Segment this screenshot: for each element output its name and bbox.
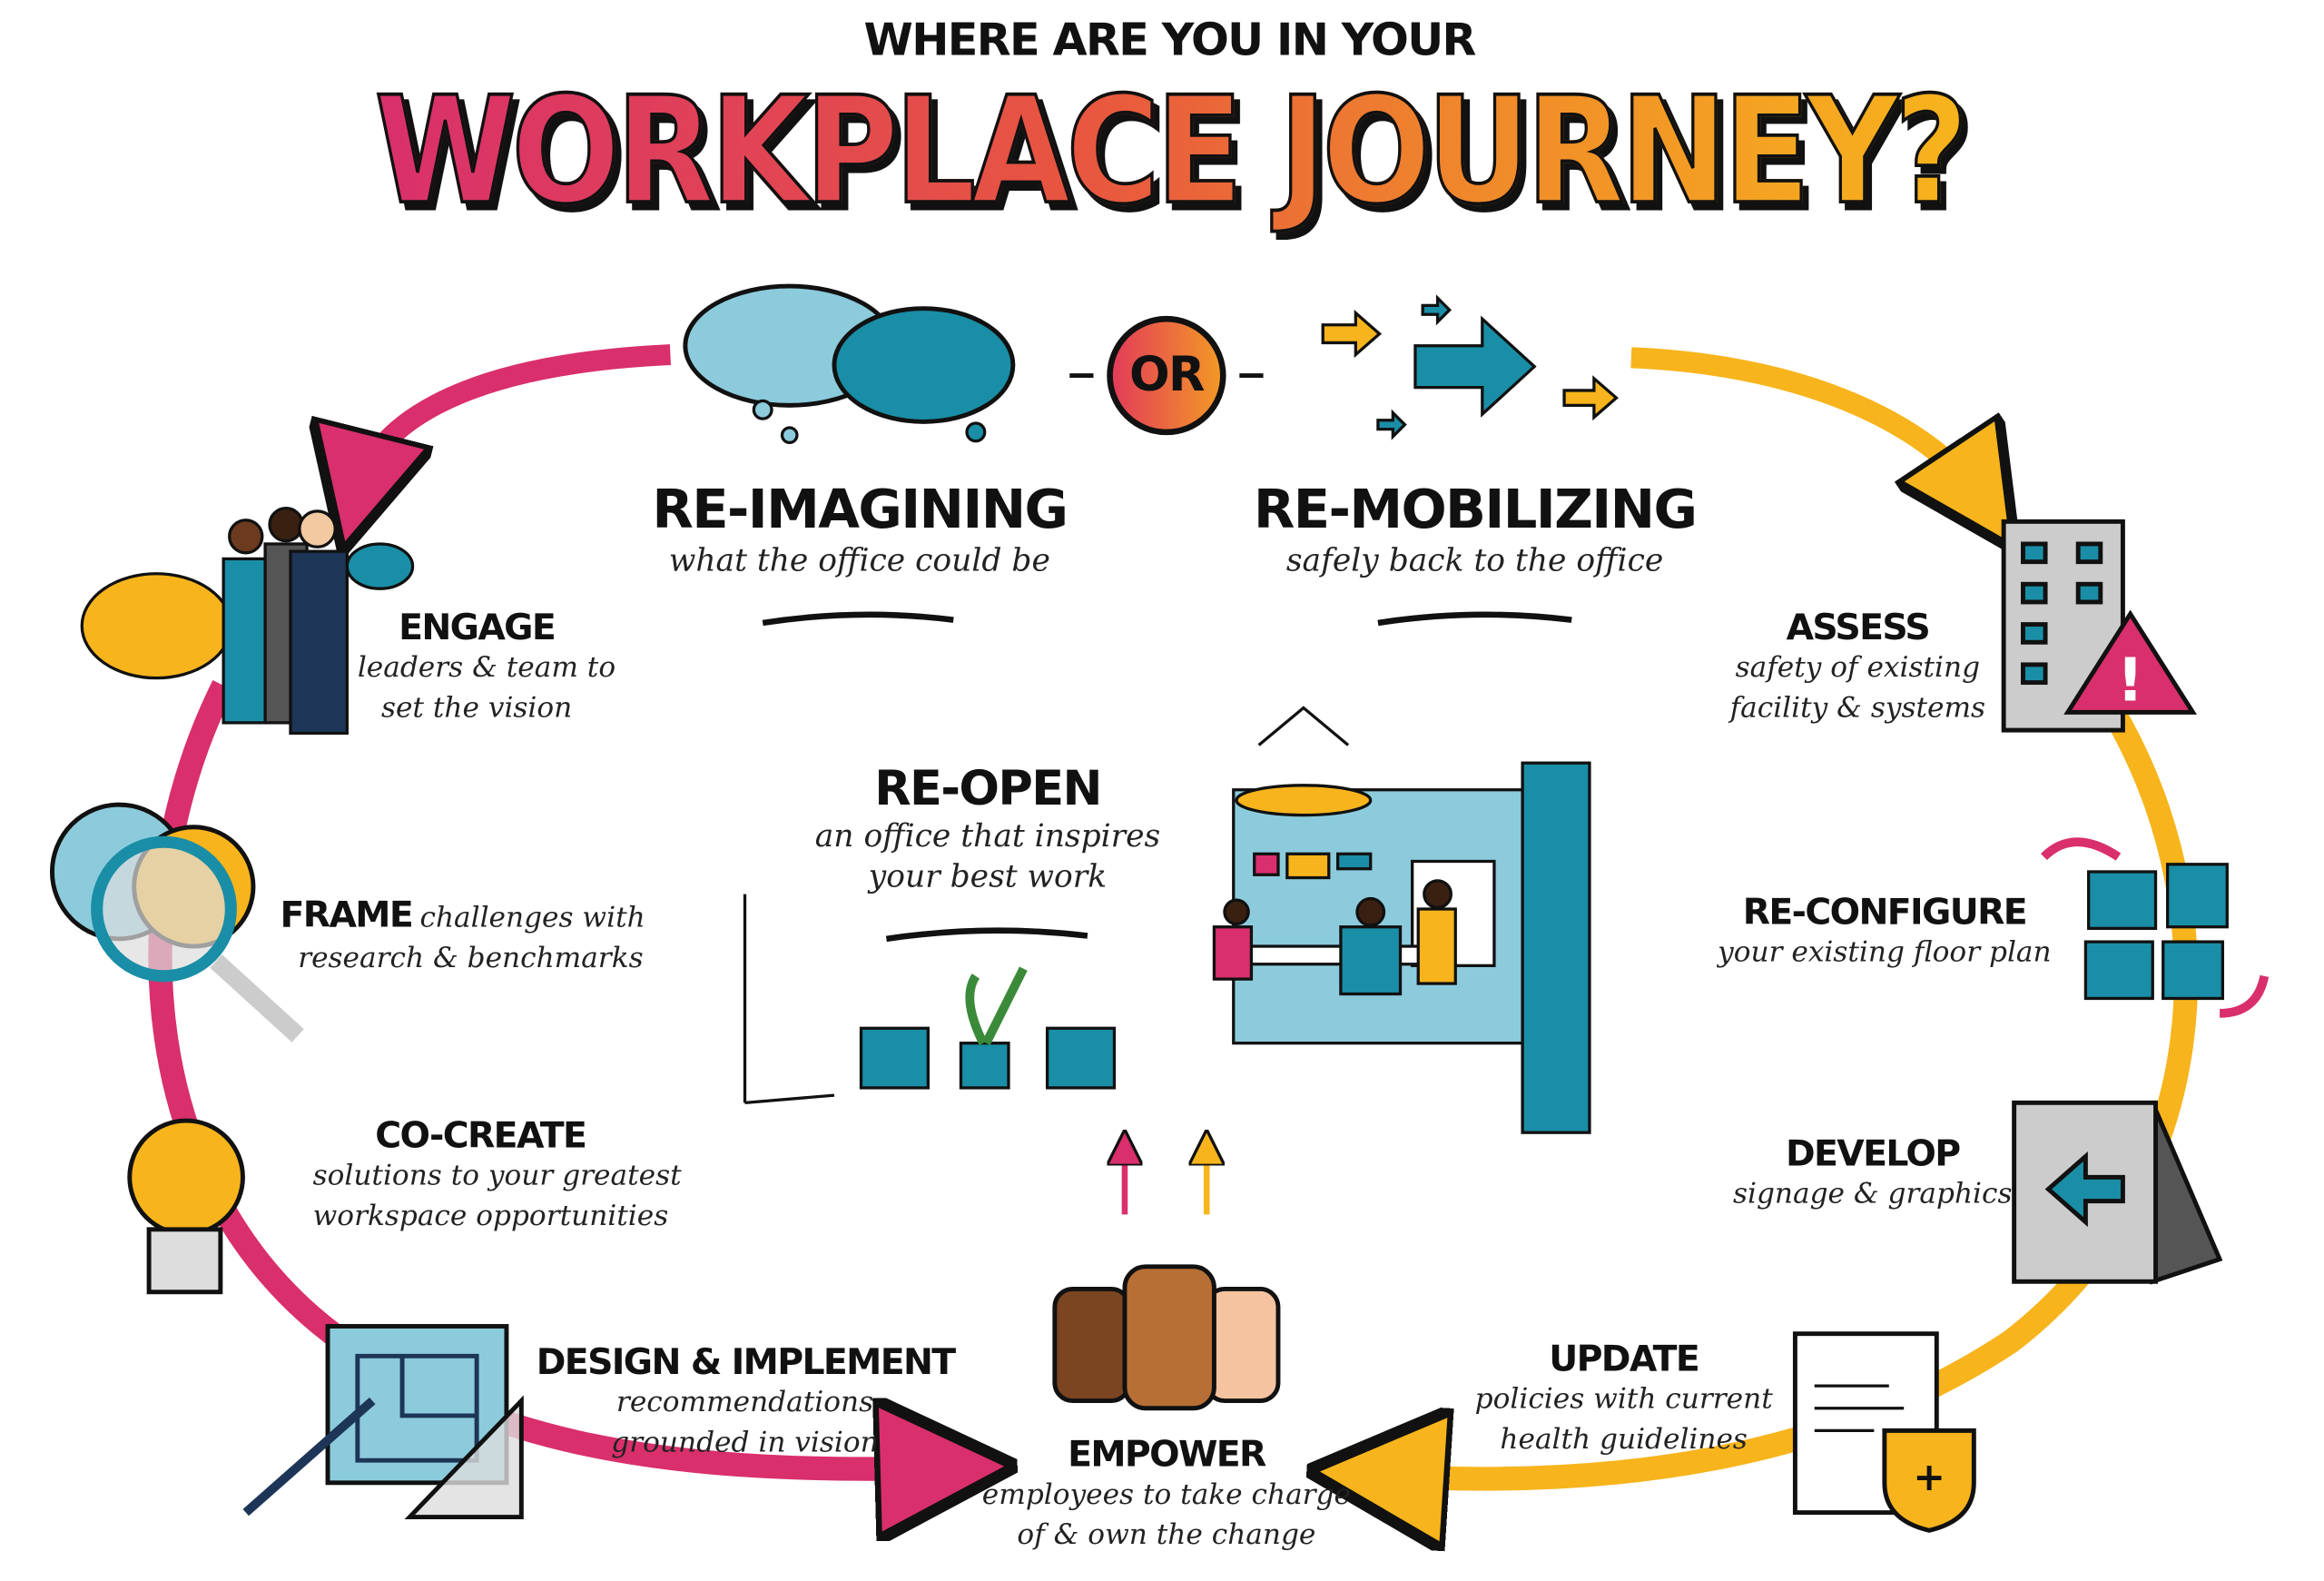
reimagining-subtitle: what the office could be bbox=[668, 542, 1050, 578]
step-update: UPDATE policies with current health guid… bbox=[1475, 1339, 1773, 1461]
policy-document-shield-icon: + bbox=[1792, 1331, 1976, 1533]
or-label: OR bbox=[1129, 345, 1205, 403]
path-remobilizing: RE-MOBILIZING safely back to the office bbox=[1253, 479, 1698, 581]
yellow-journey-arc bbox=[1630, 347, 1982, 499]
reimagining-title: RE-IMAGINING bbox=[652, 479, 1068, 541]
update-line-1: policies with current bbox=[1474, 1382, 1773, 1416]
engage-line-2: set the vision bbox=[380, 691, 573, 725]
header-title: WORKPLACE JOURNEY? bbox=[373, 64, 1970, 239]
co-create-title: CO-CREATE bbox=[375, 1114, 587, 1157]
engage-line-1: leaders & team to bbox=[357, 651, 616, 685]
header-subtitle: WHERE ARE YOU IN YOUR bbox=[863, 15, 1477, 67]
step-assess: ASSESS safety of existing facility & sys… bbox=[1730, 607, 1985, 729]
reconfigure-title: RE-CONFIGURE bbox=[1742, 891, 2028, 934]
design-implement-line-1: recommendations bbox=[615, 1386, 874, 1419]
frame-line-1: challenges with bbox=[419, 901, 645, 934]
reopen-line-1: an office that inspires bbox=[814, 817, 1161, 855]
reopen-title: RE-OPEN bbox=[874, 759, 1102, 817]
empower-title: EMPOWER bbox=[1068, 1433, 1266, 1476]
update-title: UPDATE bbox=[1549, 1338, 1700, 1380]
assess-line-1: safety of existing bbox=[1735, 651, 1981, 685]
forward-arrows-icon bbox=[1321, 294, 1619, 440]
step-frame: FRAME challenges with research & benchma… bbox=[281, 894, 645, 980]
step-empower: EMPOWER employees to take charge of & ow… bbox=[982, 1434, 1351, 1556]
svg-text:!: ! bbox=[2117, 646, 2144, 715]
pink-journey-arc bbox=[358, 344, 671, 492]
design-implement-title: DESIGN & IMPLEMENT bbox=[536, 1340, 956, 1383]
step-reconfigure: RE-CONFIGURE your existing floor plan bbox=[1718, 891, 2052, 973]
floor-plan-tiles-icon bbox=[2040, 837, 2270, 1018]
assess-line-2: facility & systems bbox=[1729, 691, 1986, 725]
step-develop: DEVELOP signage & graphics bbox=[1733, 1132, 2013, 1214]
co-create-line-1: solutions to your greatest bbox=[312, 1159, 682, 1192]
develop-title: DEVELOP bbox=[1785, 1132, 1961, 1175]
frame-title: FRAME bbox=[280, 894, 414, 936]
empower-line-2: of & own the change bbox=[1017, 1518, 1316, 1552]
frame-line-2: research & benchmarks bbox=[298, 942, 644, 975]
svg-text:+: + bbox=[1913, 1455, 1945, 1500]
raised-fists-icon bbox=[1052, 1264, 1281, 1411]
remobilizing-title: RE-MOBILIZING bbox=[1253, 479, 1698, 541]
blueprint-icon bbox=[242, 1324, 524, 1519]
team-people-icon bbox=[80, 506, 415, 736]
office-scene-illustration bbox=[743, 706, 1591, 1134]
signage-arrow-icon bbox=[2012, 1100, 2223, 1285]
magnifier-venn-icon bbox=[49, 802, 304, 1042]
design-implement-line-2: grounded in vision bbox=[611, 1426, 879, 1459]
reconfigure-line-1: your existing floor plan bbox=[1718, 935, 2052, 969]
assess-title: ASSESS bbox=[1786, 606, 1931, 648]
step-design-implement: DESIGN & IMPLEMENT recommendations groun… bbox=[536, 1340, 956, 1464]
lightbulb-icon bbox=[127, 1118, 245, 1295]
update-line-2: health guidelines bbox=[1500, 1423, 1748, 1457]
develop-line-1: signage & graphics bbox=[1732, 1177, 2013, 1210]
empower-line-1: employees to take charge bbox=[981, 1477, 1352, 1511]
thought-clouds-icon bbox=[683, 283, 1016, 445]
reopen-line-2: your best work bbox=[868, 858, 1108, 894]
step-co-create: CO-CREATE solutions to your greatest wor… bbox=[312, 1114, 682, 1237]
co-create-line-2: workspace opportunities bbox=[312, 1200, 669, 1233]
step-engage: ENGAGE leaders & team to set the vision bbox=[357, 606, 616, 729]
path-reimagining: RE-IMAGINING what the office could be bbox=[652, 479, 1068, 581]
remobilizing-subtitle: safely back to the office bbox=[1285, 542, 1664, 578]
building-warning-icon: ! bbox=[2001, 519, 2198, 733]
reopen-block: RE-OPEN an office that inspires your bes… bbox=[815, 760, 1160, 897]
engage-title: ENGAGE bbox=[399, 606, 556, 648]
or-badge bbox=[1107, 315, 1226, 436]
